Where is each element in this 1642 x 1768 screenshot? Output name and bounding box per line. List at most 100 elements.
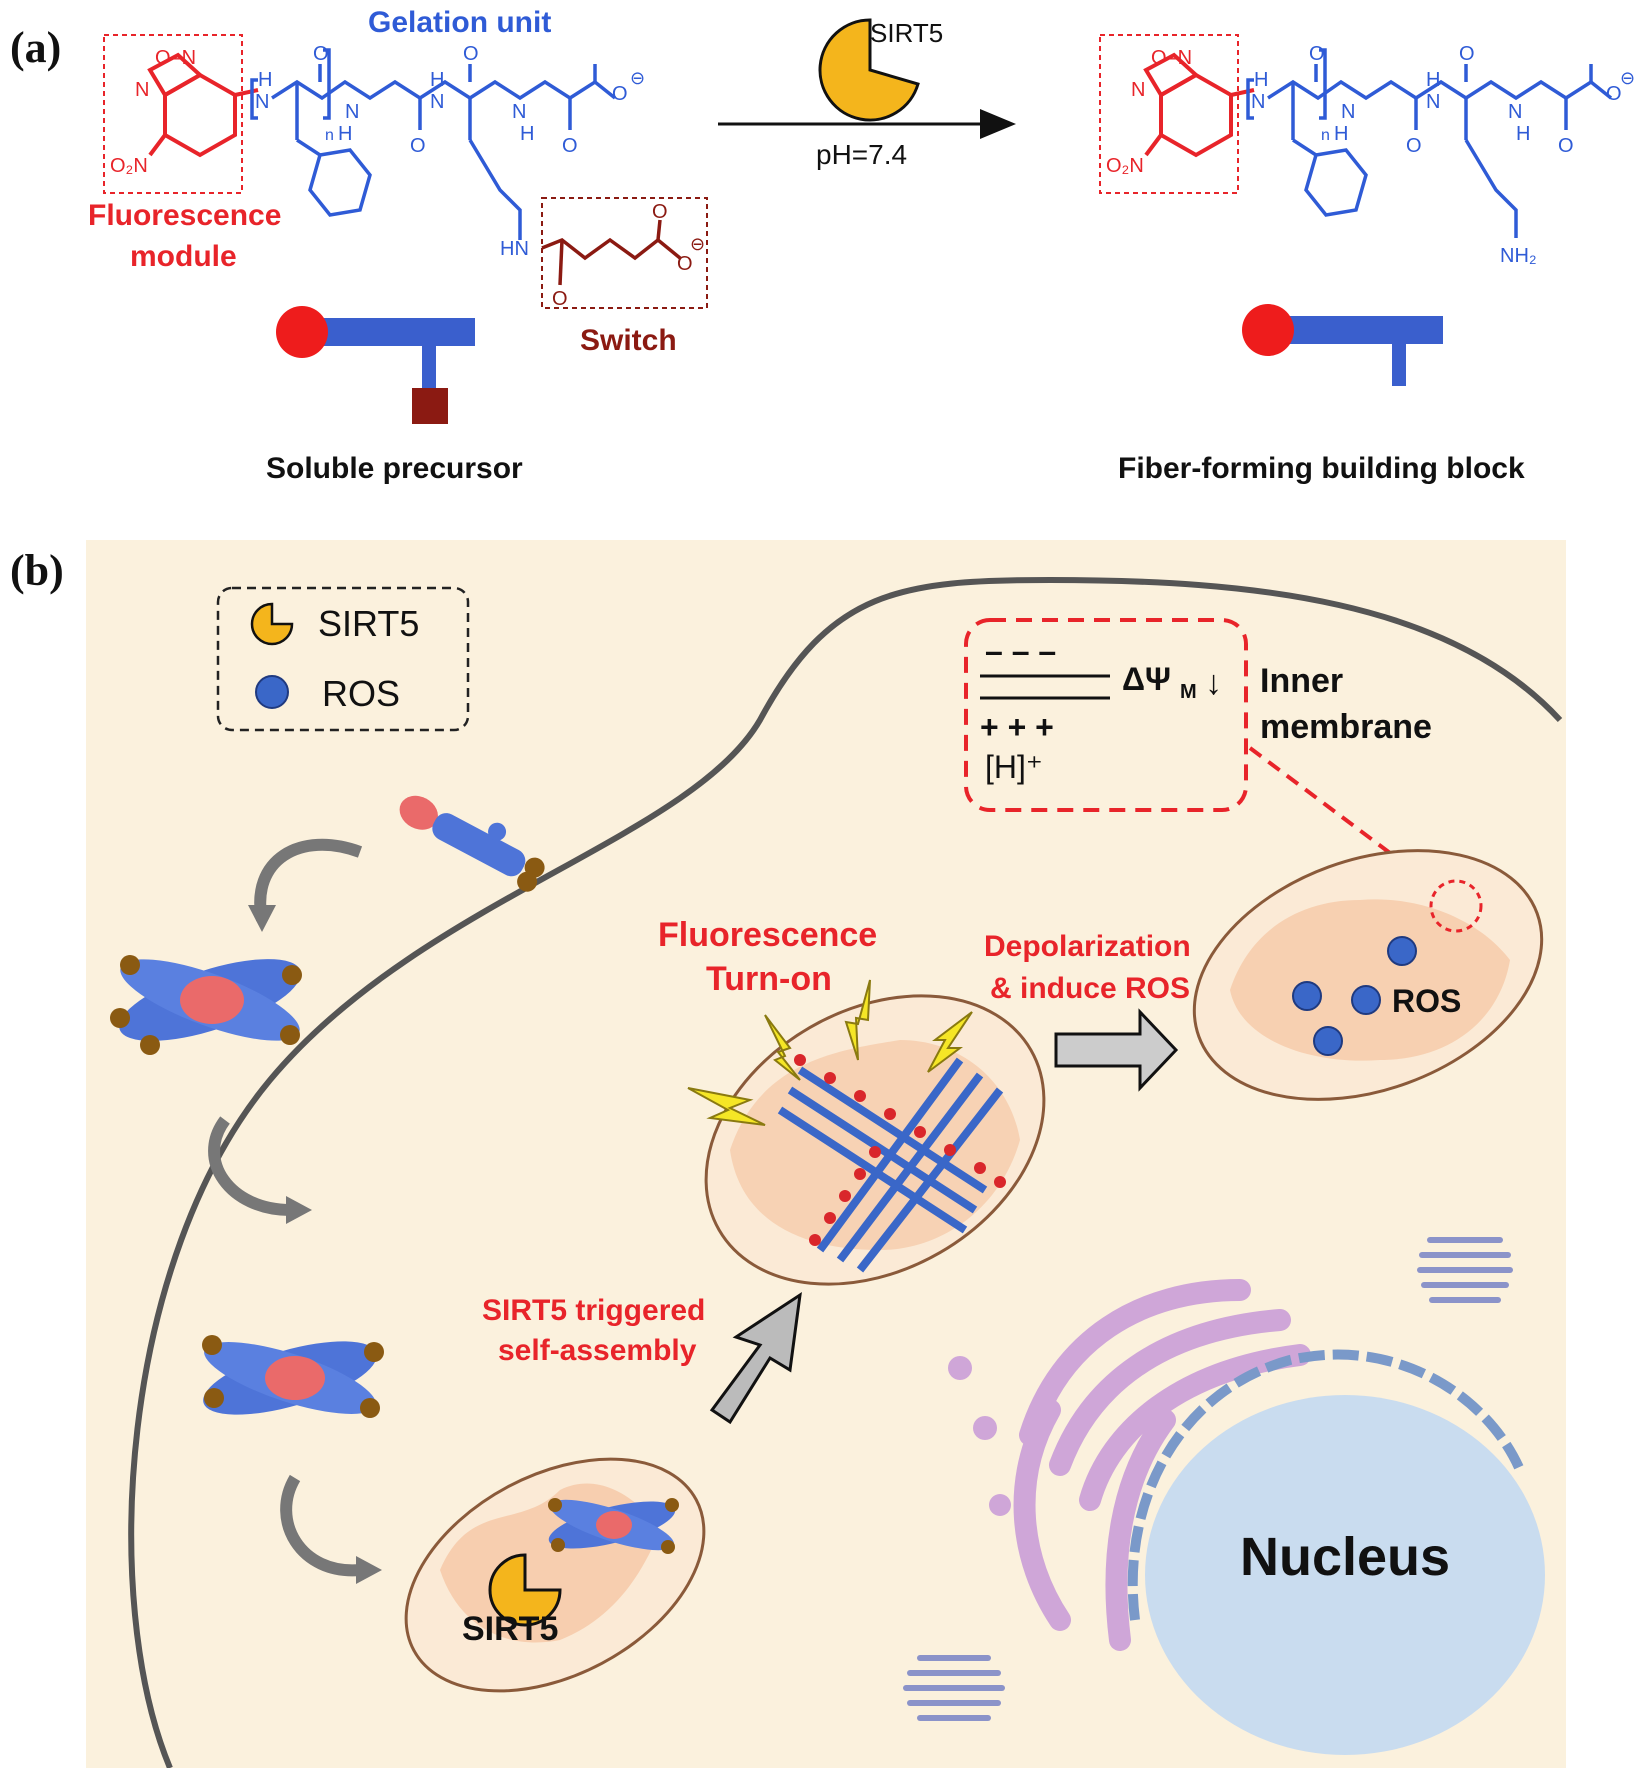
chem-nsub-r1: n [1321, 127, 1330, 144]
chem-h-1: H [258, 69, 272, 91]
chem-n-r3: N [1426, 91, 1440, 113]
chem-o-r3: O [1459, 43, 1475, 65]
switch-dashed-box [541, 197, 708, 309]
chem-o2n: O₂N [110, 155, 148, 177]
nbd-fluorophore-structure-right [1143, 52, 1255, 158]
chem-o-1: O [313, 43, 329, 65]
inset-proton: [H]⁺ [985, 749, 1043, 785]
legend-sirt5-label: SIRT5 [318, 603, 419, 644]
inset-pointer-line [1248, 746, 1444, 894]
chem-h-r3: H [1426, 69, 1440, 91]
precursor-molecule: O–N N O₂N Fluorescence module [88, 34, 708, 485]
chem-o-n-right: O–N [1151, 47, 1192, 69]
membrane-zoom-circle [1429, 879, 1483, 933]
chem-o-7: O [652, 201, 668, 223]
ros-dot-3 [1351, 985, 1381, 1015]
sirt5-mito-icon [488, 1553, 562, 1627]
chem-h-r2: H [1334, 123, 1348, 145]
chem-nsub-1: n [325, 127, 334, 144]
chem-o-n: O–N [155, 47, 196, 69]
inset-arrow-down: ↓ [1205, 664, 1222, 702]
panel-a-label: (a) [10, 23, 61, 72]
chem-n-r2: N [1341, 101, 1355, 123]
chem-o2n-right: O₂N [1106, 155, 1144, 177]
bolt-4 [927, 1011, 973, 1073]
chem-n: N [135, 79, 149, 101]
golgi-bottom [903, 1655, 1005, 1721]
chem-minus-2: ⊖ [690, 234, 705, 254]
chem-hn-1: HN [500, 238, 529, 260]
peptide-atom-labels-left: H N O n H N O H N O N H O O ⊖ HN [255, 43, 645, 260]
inset-minus-signs: – – – [985, 633, 1056, 669]
curved-arrow-3-head [356, 1556, 382, 1584]
precursor-cluster-2 [202, 1335, 384, 1418]
chem-o-r5: O [1606, 83, 1622, 105]
curved-arrow-2 [208, 1116, 291, 1216]
mitochondrion-sirt5 [404, 1457, 706, 1693]
chem-h-3: H [430, 69, 444, 91]
mitochondrion-ros [1192, 849, 1544, 1101]
sirt5-legend-icon [250, 602, 294, 646]
chem-o-r4: O [1558, 135, 1574, 157]
peptide-backbone-right [1246, 48, 1613, 238]
chem-nh2: NH₂ [1500, 245, 1537, 267]
chem-o-6: O [552, 288, 568, 310]
nucleus [1127, 1349, 1545, 1755]
free-precursor [399, 795, 545, 892]
nanofiber-red-dots [794, 1054, 1006, 1246]
precursor-cluster-1 [110, 955, 302, 1055]
inset-title-line1: Inner [1260, 662, 1343, 700]
fluorescence-module-line1: Fluorescence [88, 199, 281, 232]
nbd-fluorophore-structure [147, 52, 259, 158]
fiber-block-label: Fiber-forming building block [1118, 452, 1525, 485]
curved-arrow-3 [280, 1474, 361, 1577]
gelation-unit-label: Gelation unit [368, 6, 551, 39]
bolt-2 [764, 1014, 801, 1081]
panel-b-label: (b) [10, 546, 64, 595]
chem-h-2: H [338, 123, 352, 145]
inset-potential-sub: M [1180, 681, 1197, 703]
fluorescence-turnon-line2: Turn-on [706, 960, 832, 998]
chem-n-4: N [512, 101, 526, 123]
peptide-backbone-left [250, 48, 617, 240]
assembly-arrow [709, 1291, 802, 1425]
bolt-1 [687, 1087, 766, 1126]
bolt-3 [844, 979, 871, 1061]
endoplasmic-reticulum [1013, 1279, 1311, 1651]
chem-n-3: N [430, 91, 444, 113]
legend: SIRT5 ROS [216, 586, 470, 732]
chem-h-r4: H [1516, 123, 1530, 145]
nucleus-body [1145, 1395, 1545, 1755]
depolarization-arrow [1054, 1008, 1179, 1092]
soluble-precursor-glyph [276, 306, 475, 424]
ros-dot-2 [1292, 981, 1322, 1011]
reaction-arrow-group: SIRT5 pH=7.4 [718, 18, 1016, 170]
fluorophore-dashed-box-right [1099, 34, 1239, 194]
chem-minus-1: ⊖ [630, 68, 645, 88]
ros-dot-4 [1313, 1026, 1343, 1056]
peptide-atom-labels-right: H N O n H N O H N O N H O O ⊖ NH₂ [1251, 43, 1635, 267]
inset-title-line2: membrane [1260, 708, 1432, 746]
chem-n-2: N [345, 101, 359, 123]
chem-o-5: O [612, 83, 628, 105]
chem-h-r1: H [1254, 69, 1268, 91]
chem-n-r4: N [1508, 101, 1522, 123]
chem-o-3: O [463, 43, 479, 65]
switch-atom-labels: O O O ⊖ [552, 201, 705, 310]
chem-n-1: N [255, 91, 269, 113]
switch-label: Switch [580, 324, 677, 357]
curved-arrow-1 [254, 838, 363, 922]
cell-membrane [128, 576, 1563, 1768]
nanofiber-bundle [777, 1057, 1004, 1273]
ros-mito-label: ROS [1392, 983, 1461, 1019]
soluble-precursor-label: Soluble precursor [266, 452, 523, 485]
panel-b: (b) SIRT5 ROS – – – + + + [H]⁺ ΔΨ M ↓ In… [10, 540, 1566, 1768]
depolarization-line1: Depolarization [984, 930, 1191, 963]
depolarization-line2: & induce ROS [990, 972, 1190, 1005]
inset-plus-signs: + + + [980, 709, 1054, 745]
inner-membrane-inset: – – – + + + [H]⁺ ΔΨ M ↓ Inner membrane [964, 618, 1444, 894]
ros-particles [1292, 936, 1417, 1056]
sirt5-enzyme-icon-top [818, 18, 920, 122]
reaction-condition: pH=7.4 [816, 139, 907, 170]
